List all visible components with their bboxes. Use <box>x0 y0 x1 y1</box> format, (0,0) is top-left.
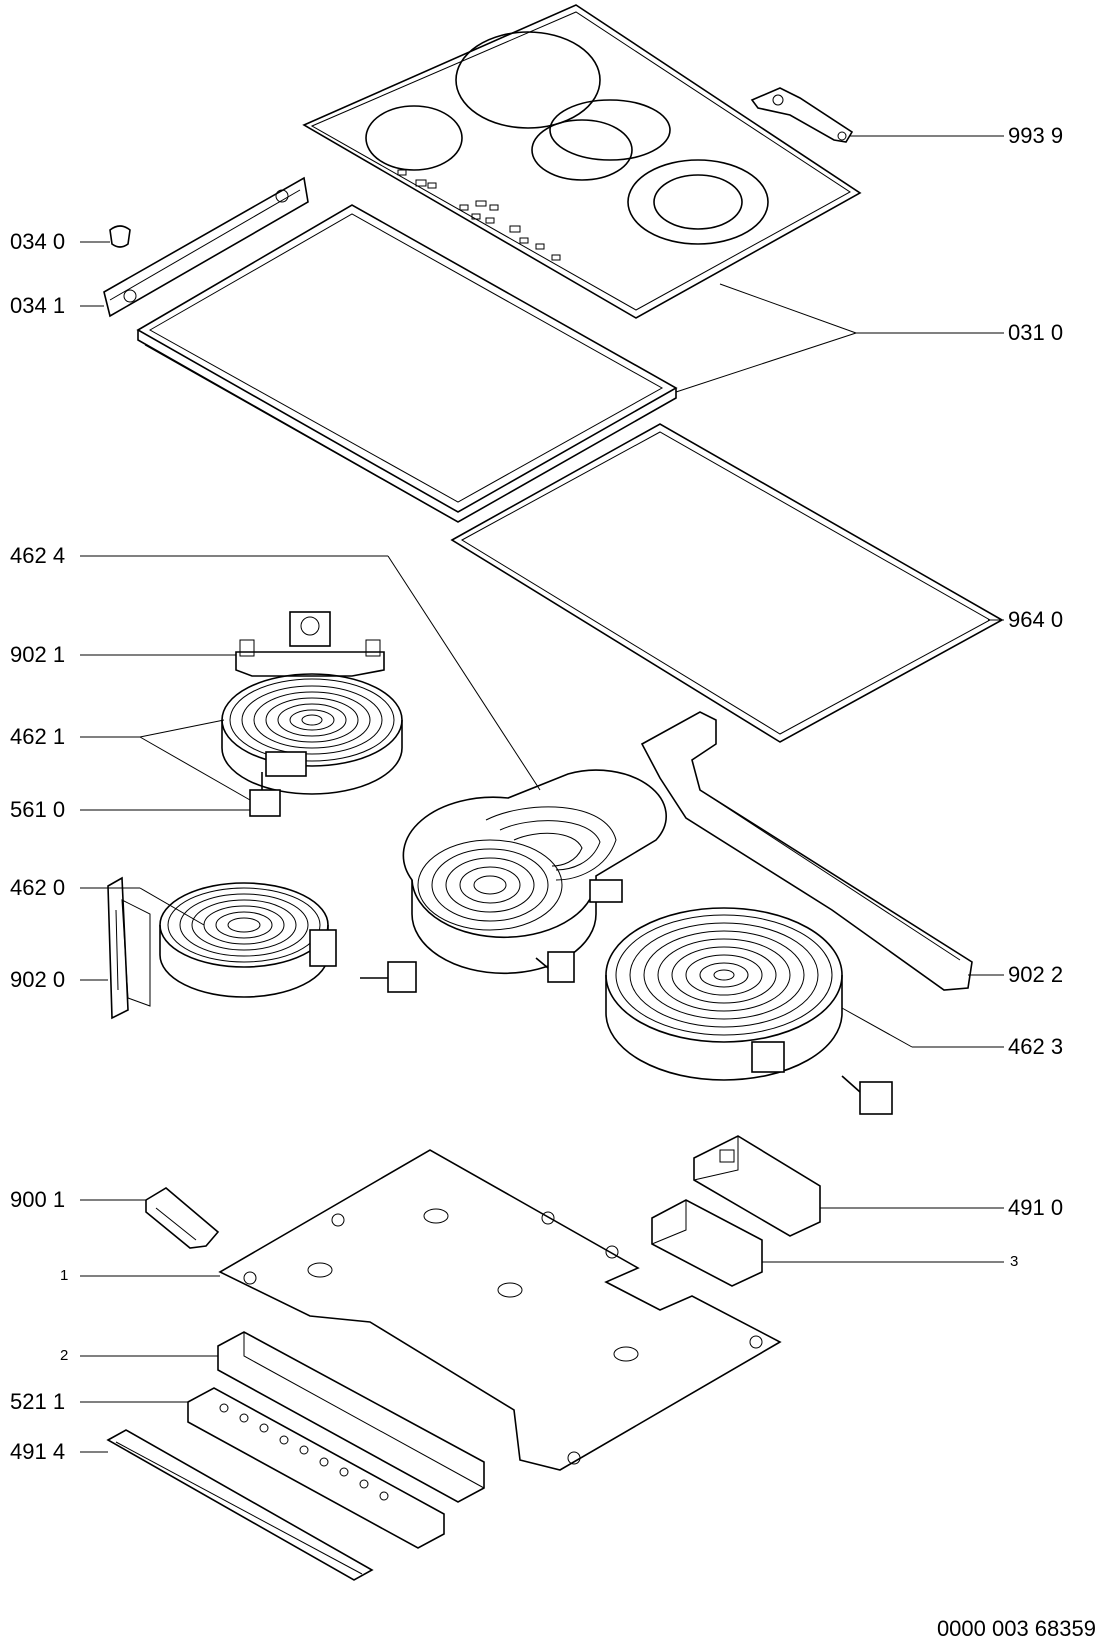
heating-element-462-1-part <box>221 673 403 795</box>
label-993-9: 993 9 <box>1008 123 1064 148</box>
heating-element-462-0-part <box>159 882 337 998</box>
glass-cooktop-part <box>302 4 862 319</box>
rail-2-part <box>217 1331 485 1503</box>
label-462-0: 462 0 <box>10 875 66 900</box>
label-462-1: 462 1 <box>10 724 66 749</box>
leader-lines <box>80 135 1004 1453</box>
switch-box-491-0-part <box>693 1135 821 1237</box>
bracket-902-2-part <box>640 711 973 991</box>
label-034-0: 034 0 <box>10 229 66 254</box>
rail-034-1-part <box>103 176 309 318</box>
frame-strip-491-4-part <box>106 1429 374 1581</box>
cooktop-frame-part <box>136 204 678 523</box>
bracket-993-9-part <box>750 87 854 143</box>
control-board-521-1-part <box>187 1387 445 1549</box>
seal-964-0-part <box>450 423 1004 743</box>
label-902-1: 902 1 <box>10 642 66 667</box>
limiter-561-0-part <box>249 772 281 817</box>
label-902-2: 902 2 <box>1008 962 1064 987</box>
heating-element-462-4-part <box>402 769 667 983</box>
base-plate-1-part <box>218 1149 782 1471</box>
heating-element-462-3-part <box>605 907 893 1115</box>
label-462-4: 462 4 <box>10 543 66 568</box>
label-491-0: 491 0 <box>1008 1195 1064 1220</box>
label-031-0: 031 0 <box>1008 320 1064 345</box>
label-2: 2 <box>60 1347 69 1364</box>
label-964-0: 964 0 <box>1008 607 1064 632</box>
document-number: 0000 003 68359 <box>936 1616 1096 1641</box>
label-462-3: 462 3 <box>1008 1034 1064 1059</box>
label-1: 1 <box>60 1267 69 1284</box>
bracket-902-1-part <box>235 611 385 677</box>
label-561-0: 561 0 <box>10 797 66 822</box>
switch-part <box>360 961 417 993</box>
label-491-4: 491 4 <box>10 1439 66 1464</box>
bracket-3-part <box>651 1199 763 1287</box>
label-902-0: 902 0 <box>10 967 66 992</box>
label-900-1: 900 1 <box>10 1187 66 1212</box>
label-3: 3 <box>1010 1253 1019 1270</box>
clip-034-0-part <box>109 225 131 248</box>
label-521-1: 521 1 <box>10 1389 66 1414</box>
cover-900-1-part <box>145 1187 220 1249</box>
label-034-1: 034 1 <box>10 293 66 318</box>
bracket-902-0-part <box>107 876 151 1020</box>
